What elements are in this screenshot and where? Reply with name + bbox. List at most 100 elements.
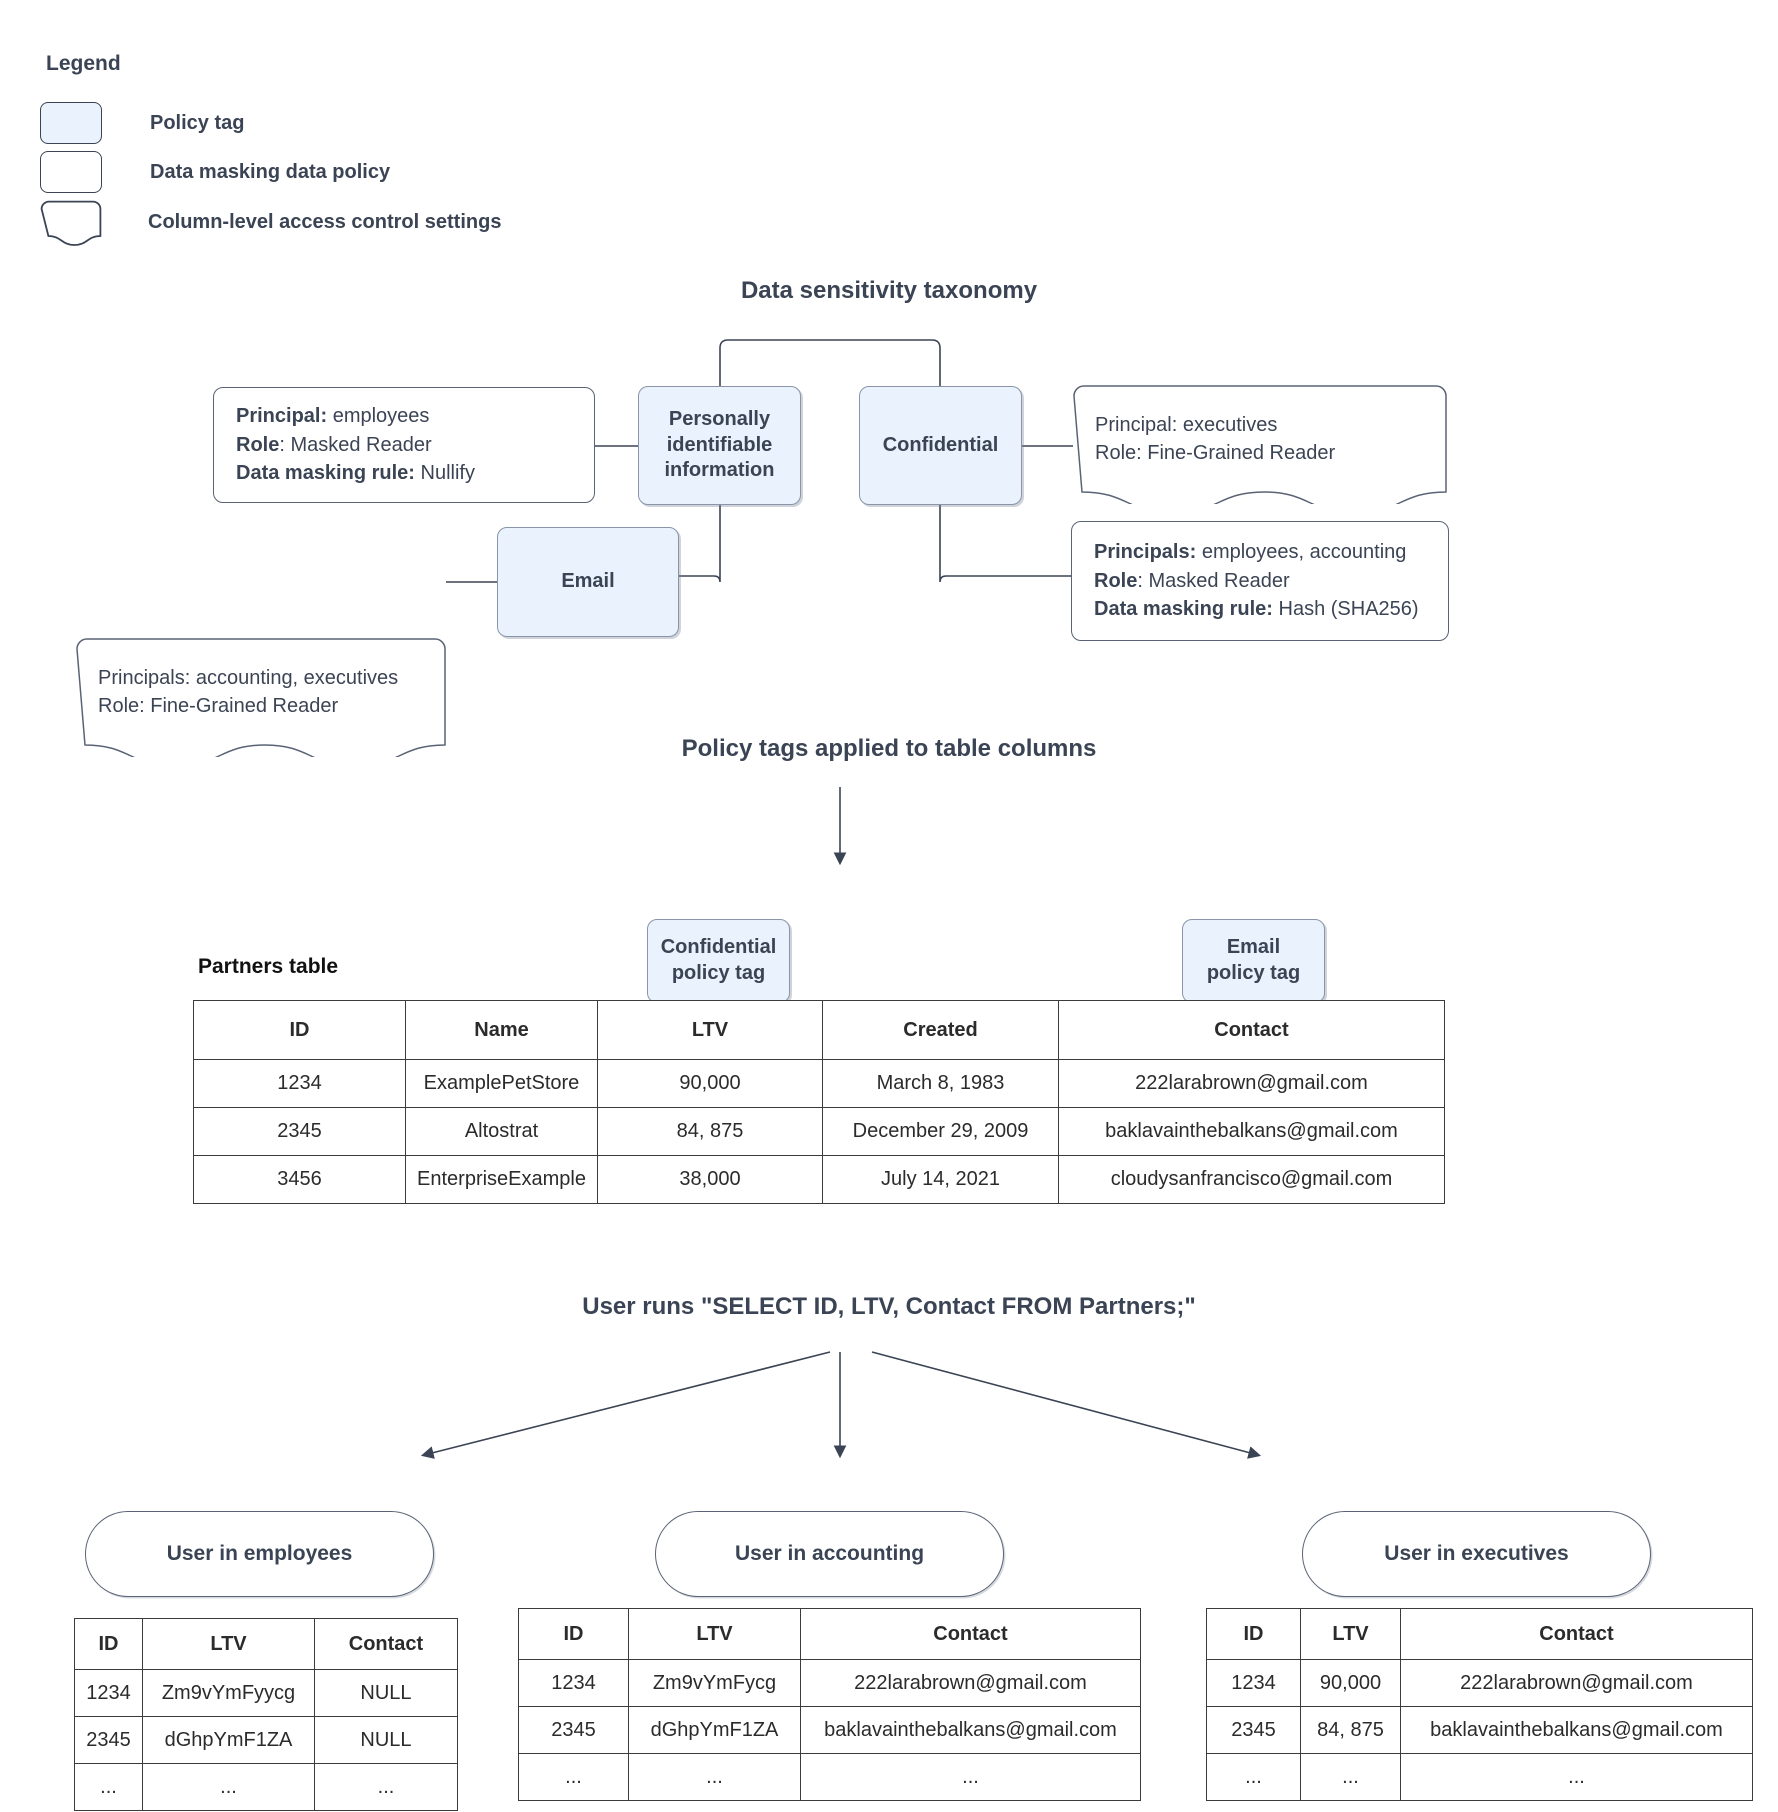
email-column-acl: Principals: accounting, executives Role:…: [76, 638, 446, 757]
confmask-rule-line: Data masking rule: Hash (SHA256): [1094, 595, 1426, 623]
confmask-principals-key: Principals:: [1094, 541, 1197, 564]
pii-data-masking-policy: Principal: employees Role: Masked Reader…: [213, 387, 595, 503]
result0-cell-r1-c2: NULL: [314, 1716, 458, 1764]
confmask-principals-value: employees, accounting: [1196, 541, 1407, 564]
result2-cell-r2-c0: ...: [1206, 1753, 1301, 1801]
pii-principal-key: Principal:: [236, 405, 328, 428]
query-heading: User runs "SELECT ID, LTV, Contact FROM …: [582, 1293, 1196, 1320]
partners-cell-r1-c1: Altostrat: [405, 1107, 598, 1156]
node-pii[interactable]: Personally identifiable information: [638, 386, 801, 505]
result2-cell-r0-c2: 222larabrown@gmail.com: [1400, 1659, 1753, 1707]
pii-role-value: : Masked Reader: [279, 433, 432, 456]
result1-cell-r0-c1: Zm9vYmFycg: [628, 1659, 801, 1707]
result1-cell-r0-c0: 1234: [518, 1659, 629, 1707]
node-confidential[interactable]: Confidential: [859, 386, 1022, 505]
legend-title: Legend: [46, 52, 121, 75]
legend-item-policy-tag: Policy tag: [40, 102, 244, 144]
pill-user-in-executives[interactable]: User in executives: [1302, 1511, 1651, 1597]
result2-header-ltv: LTV: [1300, 1608, 1401, 1660]
result2-cell-r1-c2: baklavainthebalkans@gmail.com: [1400, 1706, 1753, 1754]
node-email[interactable]: Email: [497, 527, 679, 637]
policy-tag-swatch: [40, 102, 102, 144]
confmask-role-value: : Masked Reader: [1137, 569, 1290, 592]
partners-cell-r2-c1: EnterpriseExample: [405, 1155, 598, 1204]
partners-cell-r2-c2: 38,000: [597, 1155, 823, 1204]
pii-role-key: Role: [236, 433, 280, 456]
result2-cell-r0-c1: 90,000: [1300, 1659, 1401, 1707]
wave-outline: [76, 638, 446, 757]
partners-cell-r0-c1: ExamplePetStore: [405, 1059, 598, 1108]
pill-user-in-accounting[interactable]: User in accounting: [655, 1511, 1004, 1597]
email-role-value: : Fine-Grained Reader: [139, 695, 339, 718]
taxonomy-connectors: [446, 339, 1073, 583]
result0-header-ltv: LTV: [142, 1618, 315, 1670]
applied-heading: Policy tags applied to table columns: [681, 735, 1097, 762]
table-row: .........: [1206, 1753, 1753, 1801]
result1-cell-r1-c1: dGhpYmF1ZA: [628, 1706, 801, 1754]
conf-role-key: Role: [1095, 442, 1137, 465]
legend-item-column-acl: Column-level access control settings: [40, 200, 501, 246]
partners-cell-r0-c4: 222larabrown@gmail.com: [1058, 1059, 1445, 1108]
conf-role-value: : Fine-Grained Reader: [1136, 442, 1336, 465]
confmask-rule-key: Data masking rule:: [1094, 598, 1273, 621]
wave-outline: [1073, 385, 1447, 504]
confmask-principals-line: Principals: employees, accounting: [1094, 538, 1426, 566]
partners-cell-r2-c0: 3456: [193, 1155, 406, 1204]
partners-header-created: Created: [822, 1000, 1059, 1060]
partners-header-contact: Contact: [1058, 1000, 1445, 1060]
conf-role-line: Role: Fine-Grained Reader: [1095, 439, 1425, 467]
result0-cell-r2-c1: ...: [142, 1763, 315, 1811]
pii-rule-value: Nullify: [414, 462, 475, 485]
partners-cell-r2-c4: cloudysanfrancisco@gmail.com: [1058, 1155, 1445, 1204]
pill-user-in-employees[interactable]: User in employees: [85, 1511, 434, 1597]
result2-cell-r1-c0: 2345: [1206, 1706, 1301, 1754]
pii-principal-line: Principal: employees: [236, 402, 572, 430]
conf-principal-key: Principal:: [1095, 414, 1178, 436]
legend-item-data-masking: Data masking data policy: [40, 151, 390, 193]
result1-header-contact: Contact: [800, 1608, 1141, 1660]
legend-label-data-masking: Data masking data policy: [150, 160, 391, 183]
tag-confidential-policy[interactable]: Confidential policy tag: [647, 919, 790, 1003]
result0-cell-r2-c0: ...: [74, 1763, 143, 1811]
partners-table-label: Partners table: [198, 955, 339, 978]
tag-email-policy[interactable]: Email policy tag: [1182, 919, 1325, 1003]
table-row: .........: [518, 1753, 1141, 1801]
confidential-column-acl: Principal: executives Role: Fine-Grained…: [1073, 385, 1447, 504]
partners-cell-r1-c0: 2345: [193, 1107, 406, 1156]
taxonomy-heading: Data sensitivity taxonomy: [740, 277, 1038, 304]
email-principals-key: Principals:: [98, 667, 191, 689]
partners-cell-r2-c3: July 14, 2021: [822, 1155, 1059, 1204]
result1-cell-r2-c0: ...: [518, 1753, 629, 1801]
result2-cell-r0-c0: 1234: [1206, 1659, 1301, 1707]
partners-header-ltv: LTV: [597, 1000, 823, 1060]
result2-cell-r1-c1: 84, 875: [1300, 1706, 1401, 1754]
confidential-data-masking-policy: Principals: employees, accounting Role: …: [1071, 521, 1449, 641]
result0-cell-r0-c1: Zm9vYmFyycg: [142, 1669, 315, 1717]
result1-cell-r1-c0: 2345: [518, 1706, 629, 1754]
conf-acl-content: Principal: executives Role: Fine-Grained…: [1073, 385, 1447, 468]
tag-confidential-line1: Confidential: [660, 936, 777, 959]
tag-confidential-line2: policy tag: [671, 962, 766, 984]
result0-header-id: ID: [74, 1618, 143, 1670]
conf-principal-value: executives: [1177, 414, 1278, 436]
result0-cell-r2-c2: ...: [314, 1763, 458, 1811]
result2-header-contact: Contact: [1400, 1608, 1753, 1660]
partners-cell-r0-c2: 90,000: [597, 1059, 823, 1108]
partners-cell-r0-c3: March 8, 1983: [822, 1059, 1059, 1108]
email-role-key: Role: [98, 695, 140, 718]
data-masking-swatch: [40, 151, 102, 193]
result1-cell-r2-c1: ...: [628, 1753, 801, 1801]
